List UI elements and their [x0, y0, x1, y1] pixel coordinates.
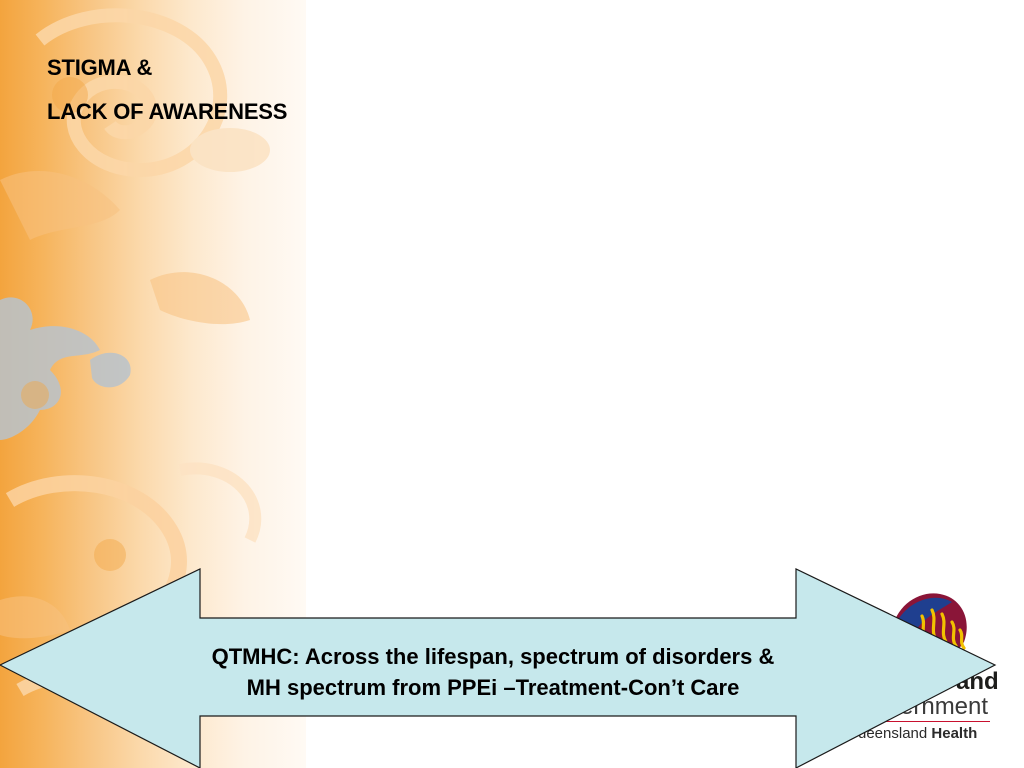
- slide-heading-line-2: LACK OF AWARENESS: [47, 99, 288, 124]
- arrow-caption-line-2: MH spectrum from PPEi –Treatment-Con’t C…: [246, 675, 740, 700]
- double-arrow-shape: [0, 568, 997, 768]
- decorative-swirls: [0, 8, 270, 734]
- logo-divider: [880, 721, 990, 722]
- slide-heading-line-1: STIGMA &: [47, 55, 153, 80]
- arrow-caption-line-1: QTMHC: Across the lifespan, spectrum of …: [211, 644, 775, 669]
- logo-text-bottom-bold: Health: [931, 725, 978, 742]
- arrow-caption: QTMHC: Across the lifespan, spectrum of …: [140, 641, 846, 703]
- double-arrow-callout: QTMHC: Across the lifespan, spectrum of …: [0, 568, 1000, 768]
- logo-text-bottom: ueensland Health: [858, 725, 977, 742]
- logo-text-bottom-regular: ueensland: [858, 725, 932, 742]
